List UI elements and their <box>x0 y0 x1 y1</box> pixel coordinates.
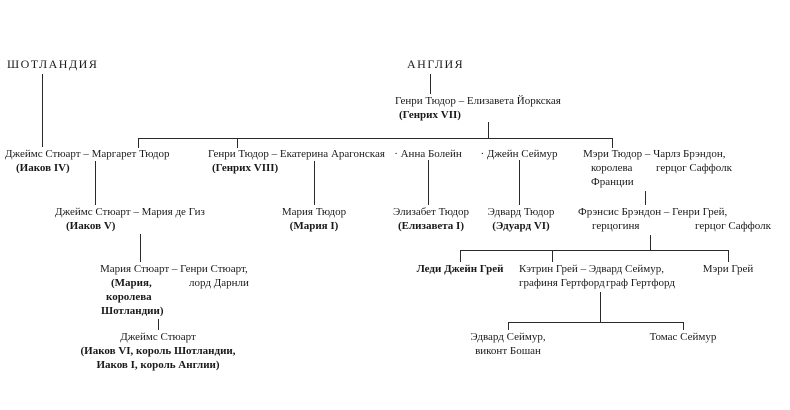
person-edward6: Эдвард Тюдор <box>487 206 555 218</box>
couple-henry8-catherine: Генри Тюдор – Екатерина Арагонская <box>208 148 385 160</box>
title-catherine-grey-hertford: графиня Гертфорд <box>519 277 605 289</box>
connector-grey-sibling-line <box>460 250 729 251</box>
title-mary1: (Мария I) <box>289 220 339 232</box>
title-james4: (Иаков IV) <box>16 162 70 174</box>
person-mary1: Мария Тюдор <box>281 206 347 218</box>
connector-drop-catherine-grey <box>552 250 553 262</box>
title-mary-stuart-2: королева <box>106 291 152 303</box>
connector-seymour-sibling-line <box>508 322 684 323</box>
title-lord-darnley: лорд Дарнли <box>189 277 249 289</box>
title-henry8: (Генрих VIII) <box>212 162 279 174</box>
connector-drop-mary-grey <box>728 250 729 262</box>
couple-frances-henry-grey: Фрэнсис Брэндон – Генри Грей, <box>578 206 728 218</box>
person-anne-boleyn: · Анна Болейн <box>394 148 462 160</box>
couple-james4-margaret: Джеймс Стюарт – Маргарет Тюдор <box>5 148 170 160</box>
connector-drop-henry8 <box>237 138 238 148</box>
person-jane-seymour: · Джейн Сеймур <box>480 148 558 160</box>
connector-catherine-down <box>600 292 601 322</box>
title-henry-grey-suffolk: герцог Саффолк <box>695 220 771 232</box>
couple-mary-stuart-darnley: Мария Стюарт – Генри Стюарт, <box>100 263 248 275</box>
title-edward-seymour-hertford: граф Гертфорд <box>606 277 675 289</box>
region-label-scotland: ШОТЛАНДИЯ <box>7 57 99 71</box>
connector-drop-edward-beauchamp <box>508 322 509 330</box>
connector-drop-mary-tudor <box>612 138 613 148</box>
connector-mary-stuart-to-james6 <box>158 319 159 330</box>
title-james6-2: Иаков I, король Англии) <box>96 359 220 371</box>
person-james6: Джеймс Стюарт <box>120 331 196 343</box>
title-elizabeth1: (Елизавета I) <box>398 220 464 232</box>
connector-henry7-down <box>488 122 489 138</box>
connector-henry8-to-mary1 <box>314 161 315 205</box>
title-james5: (Иаков V) <box>66 220 116 232</box>
title-mary-tudor-queen: королева <box>591 162 633 174</box>
title-henry7: (Генрих VII) <box>399 109 461 121</box>
title-frances-duchess: герцогиня <box>592 220 640 232</box>
title-brandon-duke-suffolk: герцог Саффолк <box>656 162 732 174</box>
person-lady-jane-grey: Леди Джейн Грей <box>416 263 504 275</box>
title-mary-tudor-of-france: Франции <box>591 176 634 188</box>
connector-brandon-to-frances <box>645 191 646 205</box>
couple-james5-mary-guise: Джеймс Стюарт – Мария де Гиз <box>55 206 205 218</box>
couple-mary-tudor-brandon: Мэри Тюдор – Чарлз Брэндон, <box>583 148 726 160</box>
connector-jane-to-edward6 <box>519 160 520 205</box>
person-edward-seymour-beauchamp: Эдвард Сеймур, <box>470 331 546 343</box>
connector-drop-jane-grey <box>460 250 461 262</box>
title-edward6: (Эдуард VI) <box>492 220 550 232</box>
connector-anne-to-elizabeth1 <box>428 160 429 205</box>
title-mary-stuart-3: Шотландии) <box>101 305 164 317</box>
connector-gen1-sibling-line <box>138 138 613 139</box>
title-mary-stuart-1: (Мария, <box>111 277 152 289</box>
title-james6-1: (Иаков VI, король Шотландии, <box>80 345 236 357</box>
person-elizabeth1: Элизабет Тюдор <box>392 206 470 218</box>
person-thomas-seymour: Томас Сеймур <box>649 331 717 343</box>
connector-england-to-henry7 <box>430 74 431 94</box>
connector-drop-thomas-seymour <box>683 322 684 330</box>
connector-scotland-to-james4 <box>42 74 43 147</box>
connector-drop-margaret <box>138 138 139 148</box>
connector-james4-to-james5 <box>95 161 96 205</box>
connector-james5-to-mary-stuart <box>140 234 141 262</box>
couple-catherine-grey-seymour: Кэтрин Грей – Эдвард Сеймур, <box>519 263 664 275</box>
couple-henry7-elizabeth-york: Генри Тюдор – Елизавета Йоркская <box>395 95 561 107</box>
region-label-england: АНГЛИЯ <box>407 57 465 71</box>
connector-frances-down <box>650 235 651 250</box>
title-viscount-beauchamp: виконт Бошан <box>475 345 541 357</box>
person-mary-grey: Мэри Грей <box>702 263 754 275</box>
